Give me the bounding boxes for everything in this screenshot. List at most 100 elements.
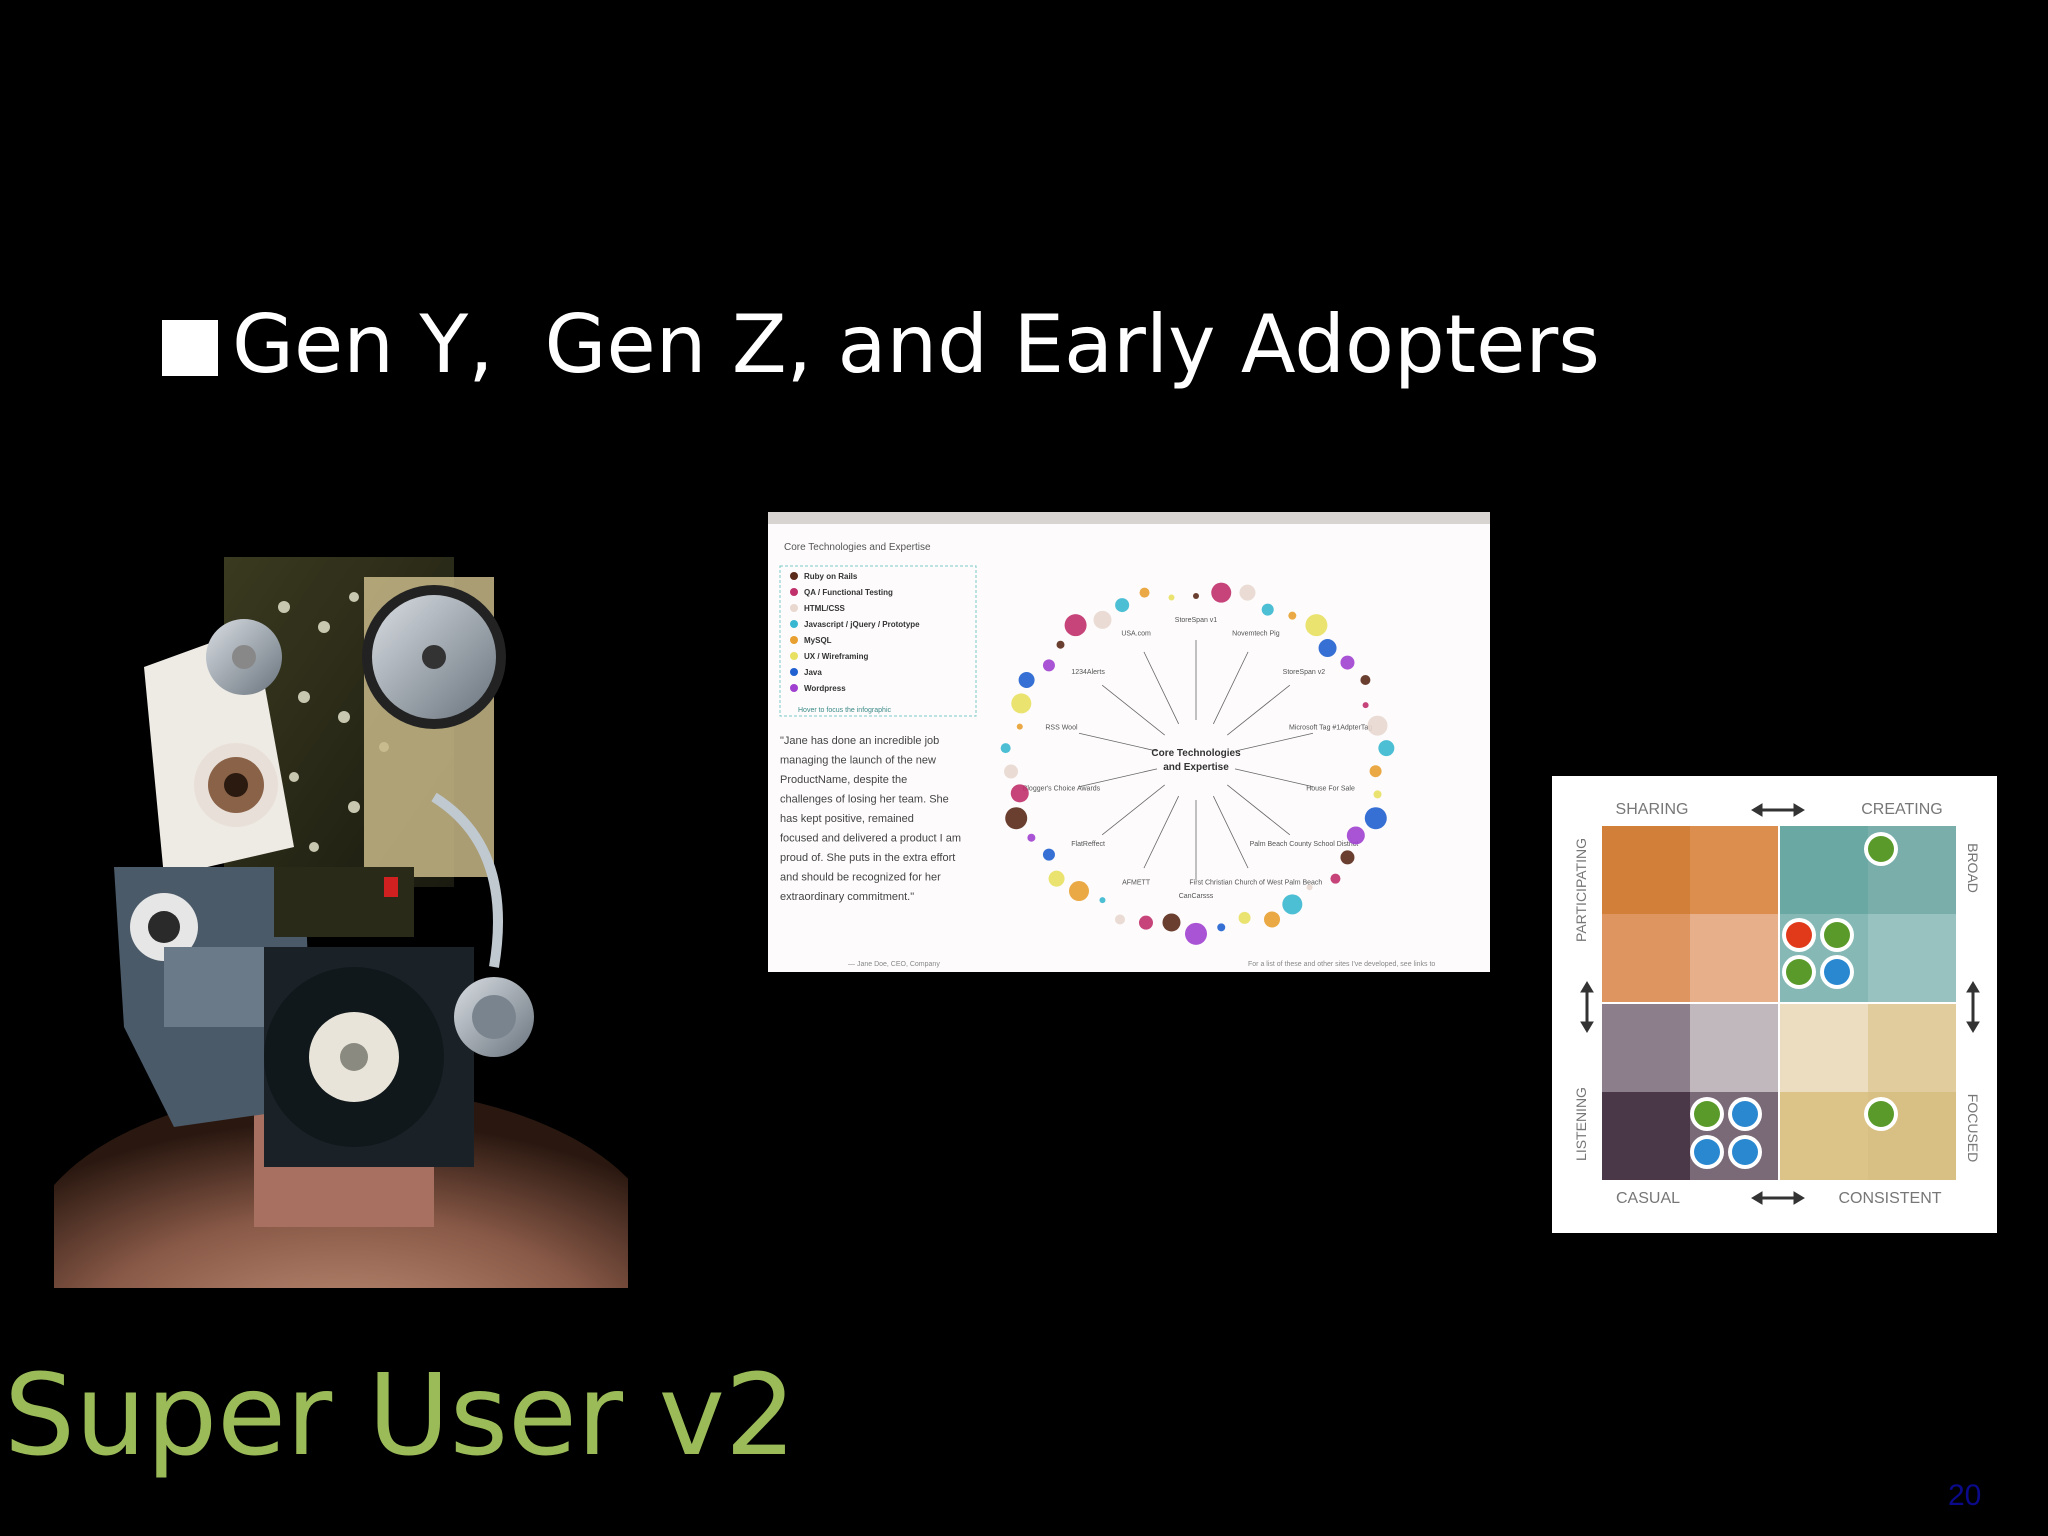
radial-project-label: StoreSpan v1 [1175,617,1218,624]
legend-item-label: UX / Wireframing [804,652,868,661]
radial-spoke [1143,651,1180,725]
slide-title: Super User v2 [4,1351,797,1481]
page-number: 20 [1948,1479,1982,1512]
radial-bubble [1005,807,1028,830]
matrix-dot [1786,959,1812,985]
radial-bubble [1027,833,1036,842]
matrix-label-consistent: CONSISTENT [1838,1190,1941,1207]
radial-bubble [1306,884,1313,891]
matrix-dot [1868,1101,1894,1127]
radial-bubble [1185,922,1207,945]
matrix-dot [1868,836,1894,862]
radial-project-label: House For Sale [1306,786,1355,793]
radial-bubble [1318,639,1337,658]
infographic-image: Core Technologies and Expertise Ruby on … [768,512,1490,972]
radial-project-label: FlatReffect [1071,841,1105,848]
quote-line: has kept positive, remained [780,813,914,825]
bullet-text: Gen Y, Gen Z, and Early Adopters [232,298,1600,391]
radial-spoke [1101,784,1165,836]
legend-item-label: MySQL [804,636,832,645]
radial-bubble [1330,873,1341,884]
radial-bubble [1373,790,1382,799]
radial-bubble [1115,598,1130,613]
matrix-dots [1690,832,1898,1169]
radial-project-label: USA.com [1121,631,1151,638]
radial-bubble [1239,584,1256,601]
radial-bubble [1378,740,1395,757]
quote-line: and should be recognized for her [780,872,941,884]
radial-bubble [1282,894,1303,915]
radial-project-label: 1234Alerts [1071,669,1105,676]
radial-bubble [1162,913,1181,932]
matrix-dot [1824,959,1850,985]
matrix-dot [1694,1139,1720,1165]
radial-bubble [1138,915,1153,930]
radial-bubble [1168,594,1175,601]
radial-bubble [1068,881,1089,902]
radial-bubble [1042,848,1055,861]
legend-swatch [790,620,798,628]
radial-bubble [1364,807,1387,830]
radial-bubble [1004,764,1019,779]
radial-bubble [1093,610,1112,629]
matrix-label-casual: CASUAL [1616,1190,1680,1207]
horizontal-arrow-icon [1751,803,1805,1205]
radial-bubble [1099,897,1106,904]
matrix-dot [1732,1101,1758,1127]
quote-line: challenges of losing her team. She [780,794,949,806]
legend-swatch [790,652,798,660]
radial-bubble [1211,582,1232,603]
infographic-footer-right: For a list of these and other sites I've… [1248,961,1435,968]
legend-item-label: Javascript / jQuery / Prototype [804,620,920,629]
legend-swatch [790,572,798,580]
radial-project-label: RSS Wool [1045,724,1078,731]
matrix-label-broad: BROAD [1965,843,1981,893]
radial-bubble [1139,587,1150,598]
radial-bubble [1016,723,1023,730]
quote-line: "Jane has done an incredible job [780,735,939,747]
radial-bubble [1193,593,1199,599]
radial-bubble [1369,765,1382,778]
radial-bubble [1010,784,1029,803]
radial-spoke [1101,684,1165,736]
matrix-image: SHARING CREATING CASUAL CONSISTENT PARTI… [1552,776,1997,1233]
matrix-dot [1694,1101,1720,1127]
radial-project-label: StoreSpan v2 [1283,669,1326,676]
legend-item-label: QA / Functional Testing [804,588,893,597]
radial-center-label-1: Core Technologies [1151,748,1241,759]
legend-item-label: HTML/CSS [804,604,846,613]
radial-bubble [1288,611,1297,620]
legend-item-label: Wordpress [804,684,846,693]
matrix-dot [1732,1139,1758,1165]
vertical-arrow-icon [1580,981,1980,1033]
infographic-legend: Ruby on Rails QA / Functional TestingHTML… [790,572,920,693]
radial-bubble [1367,715,1388,736]
matrix-label-listening: LISTENING [1573,1087,1589,1161]
radial-project-label: Novemtech Pig [1232,631,1280,638]
legend-item-label: Ruby on Rails [804,572,858,581]
radial-bubble [1217,923,1226,932]
radial-spoke [1234,768,1314,788]
radial-spoke [1212,651,1249,725]
radial-spoke [1234,732,1314,752]
square-bullet-icon [162,320,218,376]
radial-bubble [1064,614,1087,637]
quote-line: extraordinary commitment." [780,891,914,903]
infographic-footer-left: — Jane Doe, CEO, Company [848,961,940,968]
matrix-grid [1602,826,1956,1180]
radial-project-label: Palm Beach County School District [1250,841,1359,848]
infographic-quote: "Jane has done an incredible job managing… [780,735,961,903]
radial-spoke [1143,795,1180,869]
radial-bubble [1238,911,1251,924]
radial-bubble [1305,614,1328,637]
radial-bubble [1011,693,1032,714]
radial-center-label-2: and Expertise [1163,762,1229,773]
radial-bubble [1261,603,1274,616]
legend-swatch [790,636,798,644]
legend-swatch [790,668,798,676]
quote-line: managing the launch of the new [780,755,936,767]
robot-head-photo [54,547,628,1288]
radial-bubble [1114,914,1125,925]
matrix-label-creating: CREATING [1861,801,1942,818]
